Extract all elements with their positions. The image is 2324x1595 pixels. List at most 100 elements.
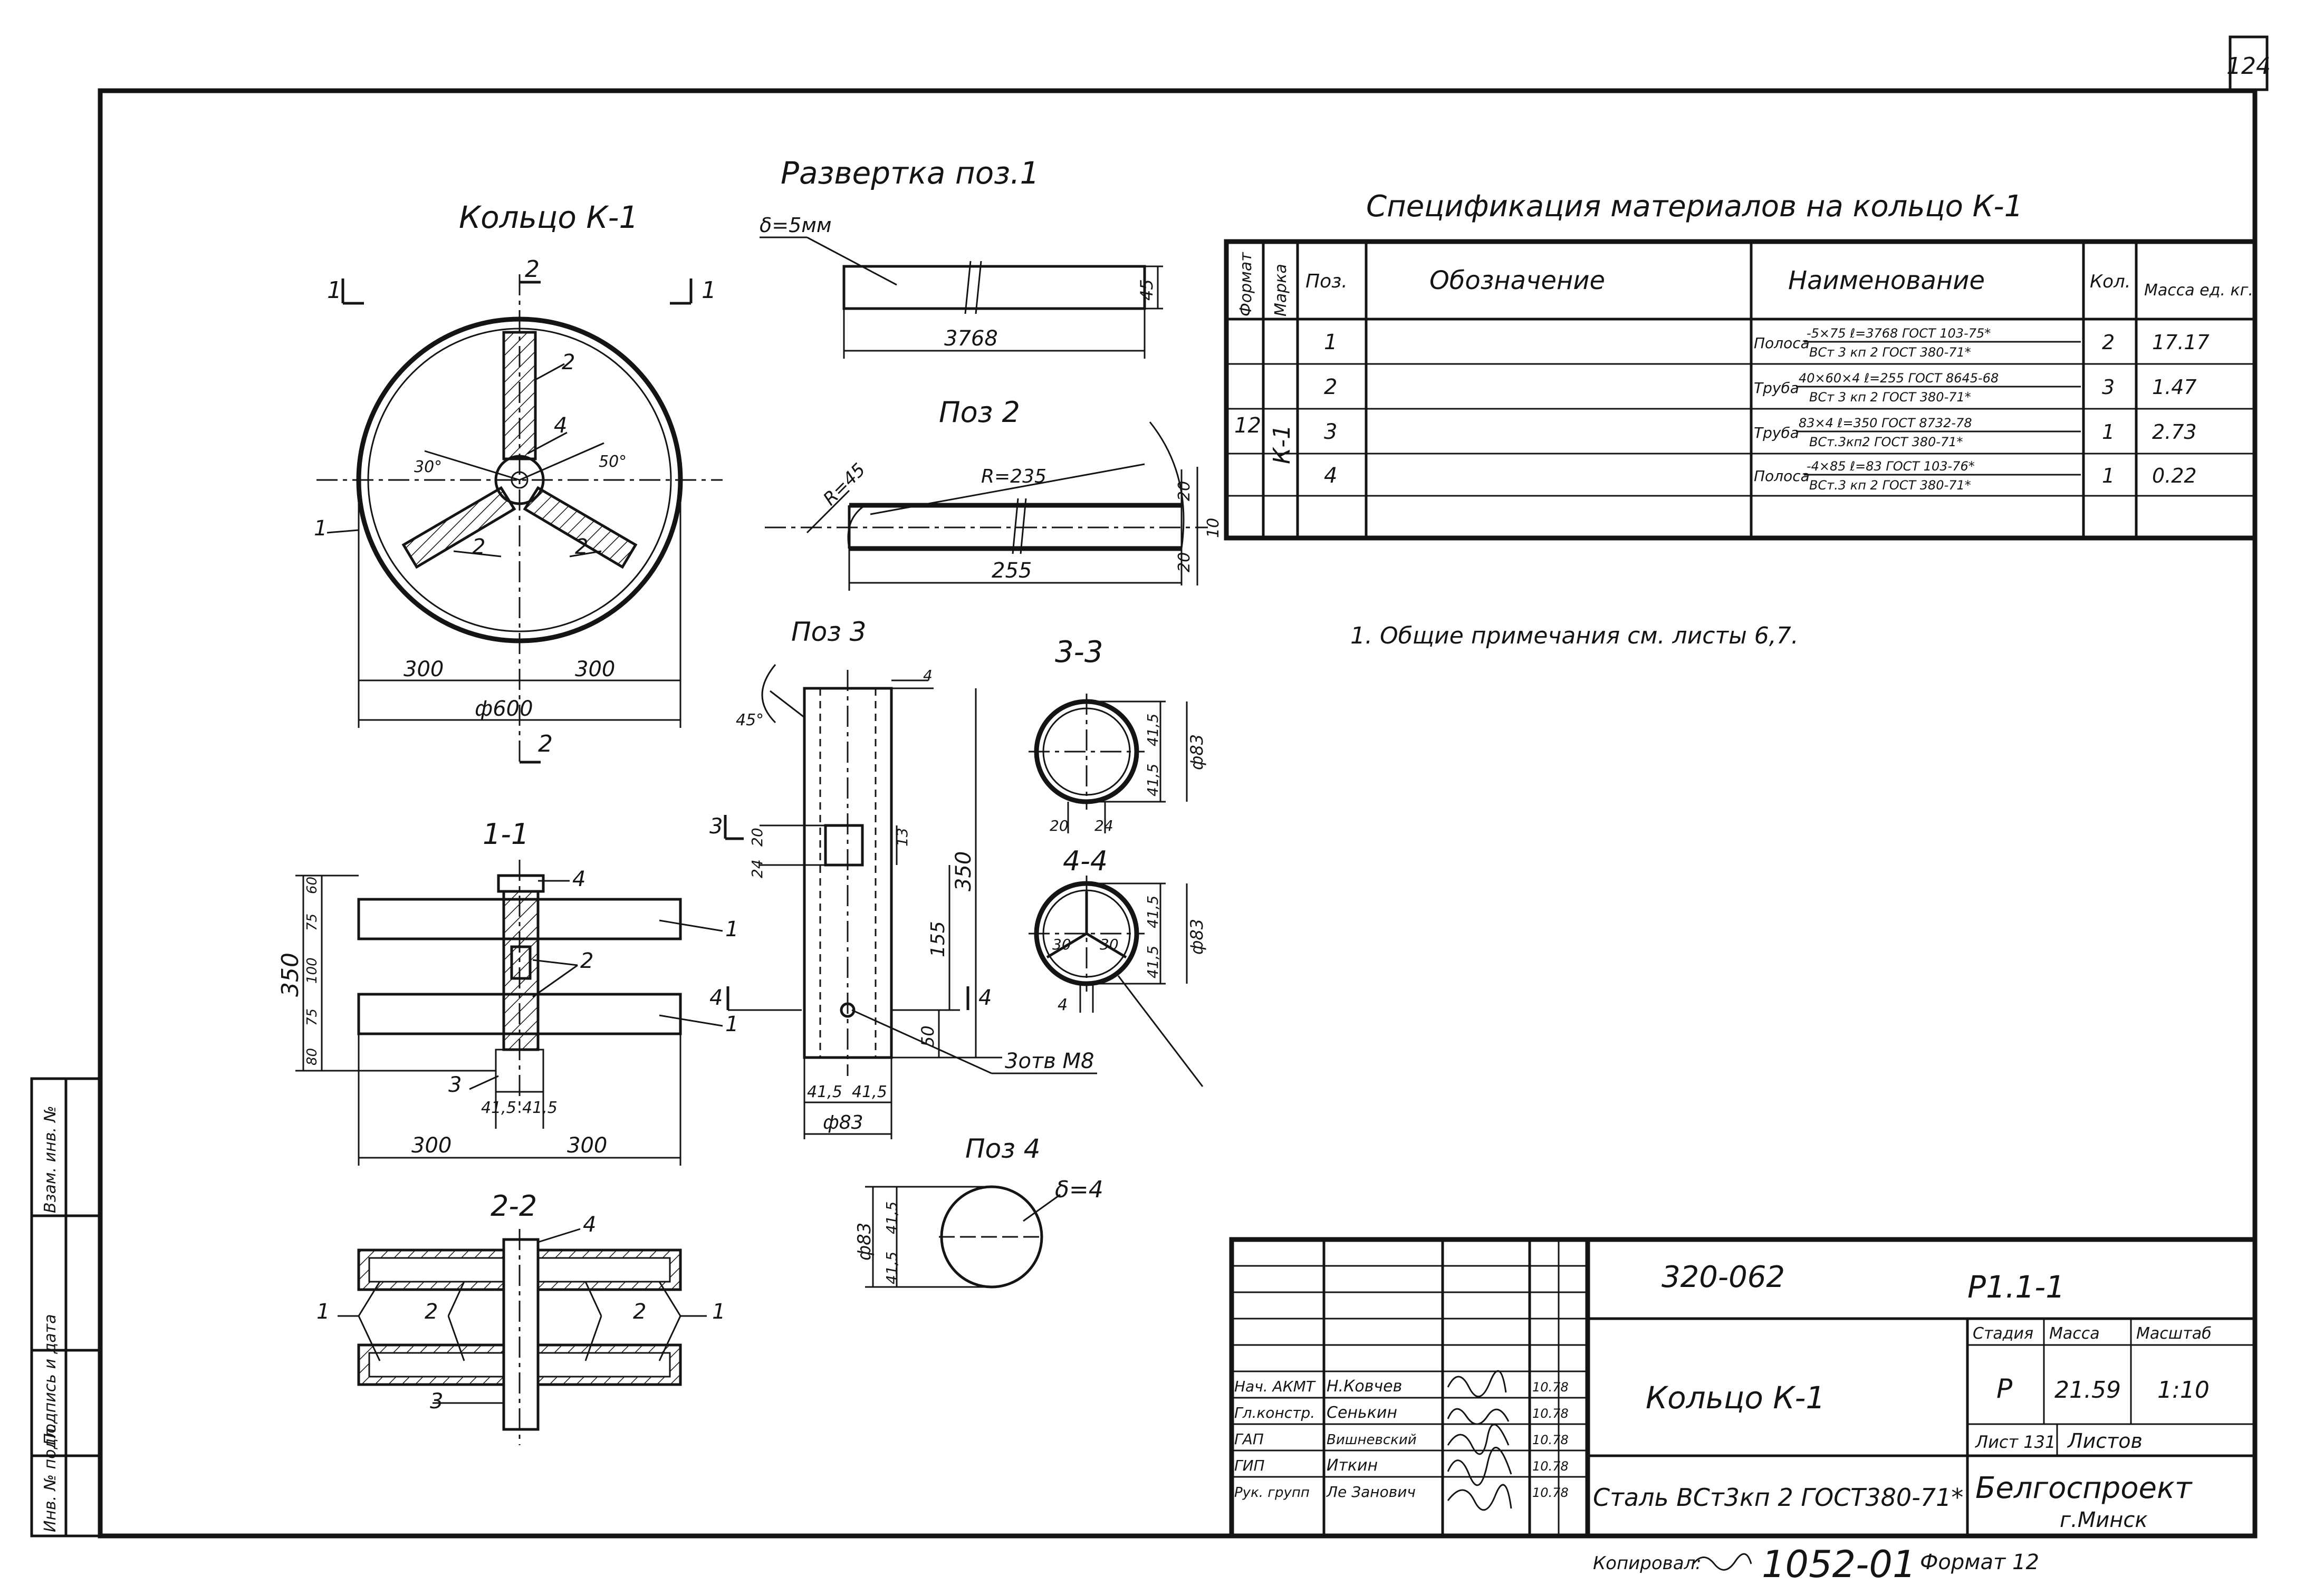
sheet-frame (98, 88, 2258, 1539)
dim-pos3-4: 4 (923, 667, 933, 684)
dim-delta5: δ=5мм (760, 214, 832, 237)
title-pos4: Поз 4 (965, 1133, 1040, 1164)
s22-pos2-left: 2 (425, 1300, 438, 1324)
dim-pos3-50: 50 (918, 1025, 938, 1047)
cut-mark-2-bottom: 2 (538, 731, 553, 757)
spec-row4-bottom: ВСт.3 кп 2 ГОСТ 380-71* (1809, 478, 1971, 493)
dim-s11-300a: 300 (411, 1133, 452, 1158)
dim-s11-80: 80 (304, 1048, 320, 1065)
dim-s44-d83: ф83 (1187, 919, 1207, 955)
dim-s11-75a: 75 (304, 914, 320, 931)
ring-plan-view: 30° 50° 2 4 1 2 2 1 1 2 2 300 300 ф600 (314, 256, 723, 765)
spec-row2-qty: 3 (2102, 376, 2115, 399)
spec-row4-top: -4×85 ℓ=83 ГОСТ 103-76* (1807, 459, 1975, 474)
spec-row2-pos: 2 (1324, 375, 1337, 399)
stamp-title: Кольцо К-1 (1646, 1380, 1825, 1416)
stamp-name-3: Вишневский (1327, 1432, 1417, 1448)
stamp-sheets-label: Листов (2067, 1429, 2143, 1453)
signature-1 (1447, 1370, 1507, 1398)
title-sec44: 4-4 (1063, 845, 1108, 877)
general-note: 1. Общие примечания см. листы 6,7. (1350, 622, 1799, 649)
side-label-swap: Взам. инв. № (41, 1106, 60, 1213)
dim-10: 10 (1204, 518, 1223, 538)
ring-pos2-left: 2 (472, 535, 485, 559)
spec-header-format: Формат (1237, 252, 1255, 316)
stamp-material: Сталь ВСт3кп 2 ГОСТ380-71* (1593, 1483, 1963, 1512)
spec-row4-pos: 4 (1324, 464, 1337, 488)
stamp-scale: 1:10 (2157, 1377, 2210, 1404)
spec-row1-mass: 17.17 (2152, 331, 2210, 354)
pos3-cut3-left: 3 (709, 814, 723, 839)
stamp-code: 320-062 (1662, 1260, 1785, 1294)
dim-r235: R=235 (981, 466, 1046, 487)
stamp-stage-header: Стадия (1973, 1324, 2033, 1343)
signature-2 (1447, 1408, 1510, 1425)
dim-s33-415a: 41,5 (1144, 714, 1161, 746)
title-ring: Кольцо К-1 (459, 199, 638, 235)
dim-pos3-350: 350 (952, 851, 976, 891)
title-unfolding: Развертка поз.1 (781, 155, 1039, 191)
signature-3 (1447, 1424, 1510, 1455)
dim-pos3-415a: 41,5 (807, 1083, 842, 1101)
stamp-name-2: Сенькин (1327, 1404, 1397, 1422)
spec-row3-top: 83×4 ℓ=350 ГОСТ 8732-78 (1799, 416, 1972, 430)
section-4-4: 4-4 30 30 41,5 41,5 ф83 4 (1029, 845, 1207, 1087)
dim-s44-4: 4 (1058, 996, 1068, 1014)
footer-format: Формат 12 (1920, 1550, 2039, 1574)
dim-s11-300b: 300 (567, 1133, 607, 1158)
dim-20b: 20 (1175, 552, 1194, 572)
dim-pos3-d83: ф83 (823, 1112, 863, 1133)
stamp-name-1: Н.Ковчев (1327, 1377, 1402, 1396)
dim-r45: R=45 (819, 459, 870, 510)
s22-pos2-right: 2 (633, 1300, 646, 1324)
signature-4 (1447, 1446, 1512, 1486)
spec-row3-name: Труба (1754, 424, 1799, 441)
spec-row1-bottom: ВСт 3 кп 2 ГОСТ 380-71* (1809, 345, 1971, 360)
dim-s44-30a: 30 (1052, 936, 1071, 953)
ring-pos4: 4 (554, 414, 567, 438)
spec-table: Формат Марка Поз. Обозначение Наименован… (1224, 239, 2258, 541)
dim-pos4-415b: 41,5 (883, 1252, 900, 1284)
stamp-role-1: Нач. АКМТ (1234, 1378, 1316, 1395)
pos3-cut4-right: 4 (978, 986, 992, 1010)
dim-pos4-d83: ф83 (854, 1223, 875, 1261)
dim-ring-300-right: 300 (575, 657, 615, 681)
s11-pos4: 4 (572, 867, 585, 891)
section-3-3: 3-3 41,5 41,5 ф83 20 24 (1029, 635, 1207, 834)
stamp-role-4: ГИП (1234, 1457, 1265, 1474)
title-sec33: 3-3 (1055, 635, 1103, 669)
stamp-role-5: Рук. групп (1234, 1485, 1310, 1501)
pos2-view: Поз 2 R=45 R=235 20 10 20 255 (765, 396, 1223, 591)
s11-pos1-bottom: 1 (725, 1012, 738, 1036)
spec-row3-mass: 2.73 (2152, 420, 2197, 444)
ring-pos2-top: 2 (562, 350, 575, 374)
dim-s11-60: 60 (304, 877, 320, 894)
side-label-inv: Инв. № подл. (41, 1423, 60, 1532)
dim-s11-75b: 75 (304, 1008, 320, 1026)
footer-copied: Копировал: (1593, 1553, 1702, 1574)
s22-pos4: 4 (583, 1213, 596, 1237)
cut-mark-2-top: 2 (525, 256, 540, 283)
dim-s44-415b: 41,5 (1144, 946, 1161, 978)
sheet-number-box (2229, 35, 2269, 91)
s22-pos1-left: 1 (316, 1300, 330, 1324)
dim-pos3-13: 13 (894, 828, 911, 847)
stamp-mass-header: Масса (2049, 1324, 2100, 1343)
dim-s44-415a: 41,5 (1144, 896, 1161, 928)
cut-mark-1-right: 1 (702, 277, 716, 304)
spec-header-designation: Обозначение (1429, 266, 1605, 295)
spec-row4-mass: 0.22 (2152, 464, 2197, 487)
stamp-date-1: 10.78 (1532, 1380, 1569, 1395)
spec-header-name: Наименование (1788, 266, 1985, 295)
spec-row2-mass: 1.47 (2152, 376, 2197, 399)
dim-pos3-45deg: 45° (736, 711, 764, 729)
spec-row1-top: -5×75 ℓ=3768 ГОСТ 103-75* (1807, 326, 1991, 341)
title-pos3: Поз 3 (791, 617, 866, 647)
dim-s11-100: 100 (304, 957, 320, 984)
dim-pos3-20: 20 (748, 828, 766, 847)
pos4-view: Поз 4 δ=4 ф83 41,5 41,5 (854, 1133, 1103, 1289)
stamp-mass: 21.59 (2054, 1377, 2121, 1404)
spec-row3-bottom: ВСт.3кп2 ГОСТ 380-71* (1809, 435, 1963, 449)
stamp-name-4: Иткин (1327, 1456, 1378, 1475)
signature-5 (1447, 1484, 1512, 1511)
